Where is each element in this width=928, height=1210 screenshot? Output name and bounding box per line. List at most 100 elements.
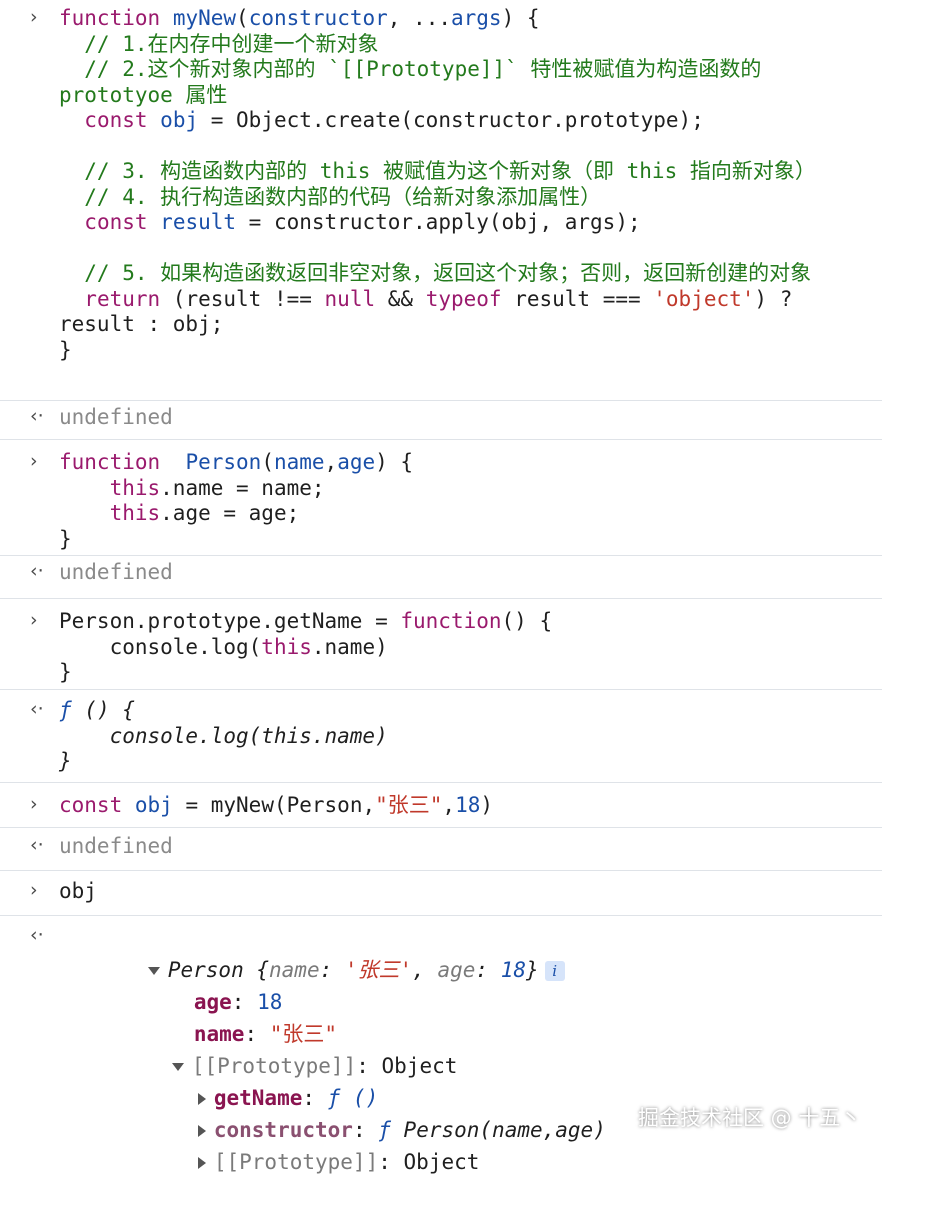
console-input-entry[interactable]: › function Person(name,age) { this.name …	[0, 440, 882, 556]
code-block[interactable]: Person.prototype.getName = function() { …	[59, 599, 882, 686]
code-token: ,	[324, 450, 338, 474]
code-token: }	[59, 660, 72, 684]
code-line	[59, 134, 882, 160]
code-line: result : obj;	[59, 312, 882, 338]
code-block[interactable]: function Person(name,age) { this.name = …	[59, 440, 882, 552]
code-token: = myNew(Person,	[172, 793, 376, 817]
code-block[interactable]: obj	[59, 871, 882, 905]
code-token	[148, 210, 161, 234]
code-token: )	[480, 793, 494, 817]
code-line: prototyoe 属性	[59, 83, 882, 109]
property-prototype[interactable]: [[Prototype]]: Object	[96, 1018, 457, 1114]
code-token: ƒ	[59, 698, 72, 722]
console-input-entry[interactable]: › Person.prototype.getName = function() …	[0, 599, 882, 690]
code-line: }	[59, 660, 882, 686]
property-getname[interactable]: getName: ƒ ()	[122, 1050, 378, 1146]
code-line: console.log(this.name)	[59, 724, 882, 750]
function-output[interactable]: ƒ () { console.log(this.name)}	[59, 690, 882, 775]
watermark: 掘金技术社区 @ 十五丶	[638, 1106, 862, 1130]
code-token	[160, 6, 173, 30]
code-token: myNew	[172, 6, 237, 30]
code-token: ) {	[375, 450, 414, 474]
expand-triangle-icon[interactable]	[147, 967, 160, 975]
code-token: args	[450, 6, 502, 30]
code-token: prototyoe 属性	[59, 82, 228, 107]
code-token: () {	[501, 609, 553, 633]
code-token: this	[109, 475, 161, 500]
code-token	[148, 108, 161, 132]
code-line: this.age = age;	[59, 501, 882, 527]
code-token: 18	[455, 793, 481, 817]
code-token: result : obj;	[59, 312, 224, 336]
output-prompt-icon: ‹·	[30, 834, 44, 856]
code-token: }	[59, 749, 72, 773]
code-token: Person.prototype.getName =	[59, 609, 401, 633]
code-token: , ...	[387, 6, 451, 30]
code-token: 'object'	[653, 286, 755, 311]
collapse-triangle-icon[interactable]	[197, 1125, 206, 1137]
devtools-console: › function myNew(constructor, ...args) {…	[0, 0, 882, 1174]
console-output-entry: ‹· undefined	[0, 401, 882, 440]
code-token: ) {	[501, 6, 540, 30]
code-token: // 1.在内存中创建一个新对象	[59, 31, 379, 56]
code-token: result	[160, 210, 237, 234]
property-age[interactable]: age: 18	[193, 990, 283, 1014]
code-token: ,	[442, 793, 456, 817]
code-token: .name)	[311, 634, 388, 659]
output-prompt-icon: ‹·	[30, 924, 44, 946]
console-input-entry[interactable]: › obj	[0, 871, 882, 916]
code-token: &&	[375, 286, 426, 311]
property-name[interactable]: name: "张三"	[193, 1022, 338, 1046]
code-line: }	[59, 527, 882, 553]
code-line: // 4. 执行构造函数内部的代码（给新对象添加属性）	[59, 185, 882, 211]
code-block[interactable]: function myNew(constructor, ...args) { /…	[59, 0, 882, 363]
code-token: // 4. 执行构造函数内部的代码（给新对象添加属性）	[59, 184, 602, 209]
console-output-entry: ‹· undefined	[0, 556, 882, 599]
code-token: typeof	[425, 286, 502, 311]
code-line: return (result !== null && typeof result…	[59, 287, 882, 313]
output-prompt-icon: ‹·	[30, 698, 44, 720]
output-value: undefined	[59, 834, 173, 858]
code-block[interactable]: const obj = myNew(Person,"张三",18)	[59, 783, 882, 819]
code-token: (	[261, 450, 274, 474]
code-token: const	[84, 210, 148, 234]
input-prompt-icon: ›	[30, 6, 38, 28]
code-token: const	[84, 108, 148, 132]
code-line: }	[59, 749, 882, 775]
code-token: this	[109, 501, 161, 525]
console-input-entry[interactable]: › const obj = myNew(Person,"张三",18)	[0, 783, 882, 828]
code-line: this.name = name;	[59, 476, 882, 502]
code-line	[59, 236, 882, 262]
code-token: age	[337, 450, 376, 474]
input-prompt-icon: ›	[30, 450, 38, 472]
code-token: result ===	[501, 286, 654, 311]
output-value: undefined	[59, 405, 173, 429]
code-line: ƒ () {	[59, 698, 882, 724]
code-line: const obj = myNew(Person,"张三",18)	[59, 793, 882, 819]
code-line: console.log(this.name)	[59, 635, 882, 661]
console-input-entry[interactable]: › function myNew(constructor, ...args) {…	[0, 0, 882, 401]
console-output-entry: ‹· undefined	[0, 828, 882, 871]
collapse-triangle-icon[interactable]	[197, 1157, 206, 1169]
property-constructor[interactable]: constructor: ƒ Person(name,age)	[122, 1082, 606, 1178]
code-token: console.log(this.name)	[59, 723, 388, 748]
expand-triangle-icon[interactable]	[171, 1063, 184, 1071]
code-token	[160, 450, 185, 474]
code-line: Person.prototype.getName = function() {	[59, 609, 882, 635]
code-token: obj	[134, 793, 173, 817]
property-prototype-nested[interactable]: [[Prototype]]: Object	[122, 1114, 479, 1210]
console-output-entry: ‹· ƒ () { console.log(this.name)}	[0, 690, 882, 783]
info-icon[interactable]: i	[544, 961, 565, 981]
collapse-triangle-icon[interactable]	[197, 1093, 206, 1105]
input-prompt-icon: ›	[30, 879, 38, 901]
object-summary[interactable]: Person {name: '张三', age: 18}i	[72, 922, 565, 1018]
code-token: Person	[185, 450, 262, 474]
code-token: return	[84, 286, 161, 311]
code-token	[59, 210, 84, 234]
code-line: // 5. 如果构造函数返回非空对象，返回这个对象；否则，返回新创建的对象	[59, 261, 882, 287]
code-token	[59, 287, 84, 311]
code-token: constructor	[248, 6, 388, 30]
code-token: function	[400, 609, 502, 633]
code-token: const	[59, 793, 123, 817]
output-value: undefined	[59, 560, 173, 584]
